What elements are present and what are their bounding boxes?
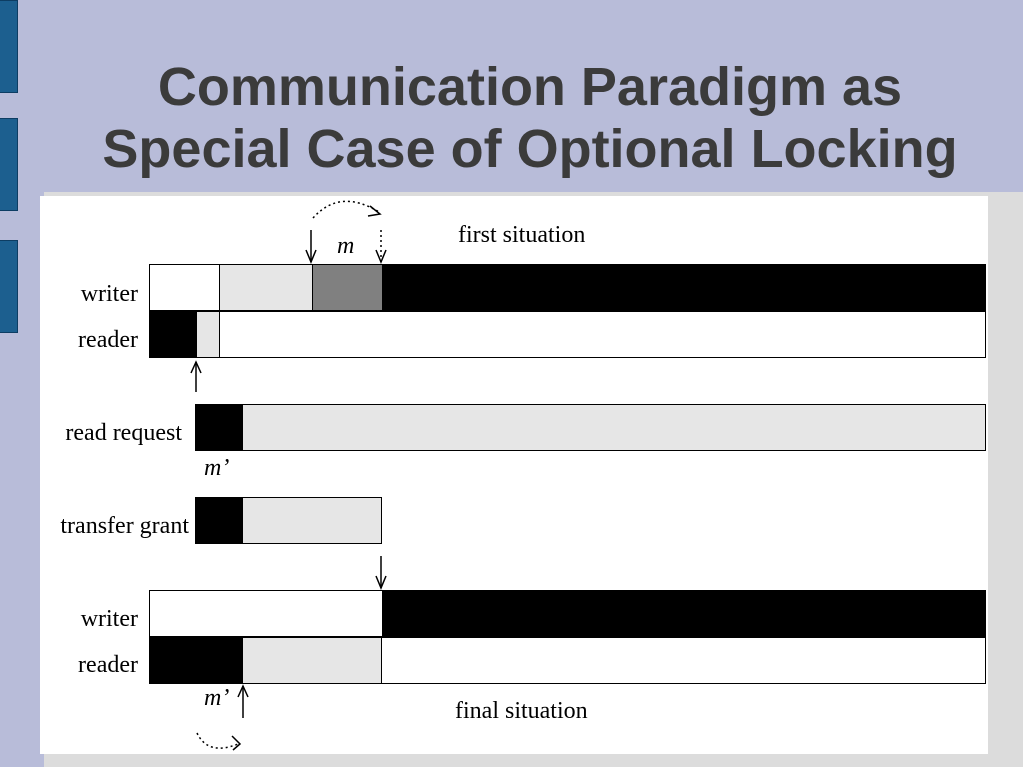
final-situation-label: final situation: [455, 698, 588, 724]
bottom-curved-arrowhead: [231, 735, 242, 751]
title-line-1: Communication Paradigm as: [157, 57, 903, 117]
writer-bottom-label: writer: [80, 606, 138, 632]
reader-top-light-segment: [196, 312, 219, 357]
reader-bottom-label: reader: [78, 652, 138, 678]
m-label: m: [337, 233, 355, 259]
side-tab-1: [0, 0, 18, 93]
title-line-2: Special Case of Optional Locking: [102, 119, 958, 179]
diagram-arrows: [190, 200, 387, 751]
read-request-label: read request: [65, 420, 182, 446]
writer-bottom-bar: [149, 590, 986, 637]
reader-top-divider: [219, 312, 220, 357]
bottom-curved-arrow: [196, 732, 239, 749]
first-situation-label: first situation: [458, 222, 586, 248]
read-request-black-segment: [196, 405, 243, 450]
writer-top-label: writer: [80, 281, 138, 307]
writer-top-black-segment: [382, 265, 985, 310]
diagram-figure: first situation m writer reader read req…: [40, 196, 988, 754]
writer-top-light-segment: [219, 265, 312, 310]
reader-top-label: reader: [78, 327, 138, 353]
transfer-grant-label: transfer grant: [60, 513, 189, 539]
writer-top-bar: [149, 264, 986, 311]
side-tab-2: [0, 118, 18, 211]
writer-bottom-black-segment: [382, 591, 985, 636]
transfer-grant-black-segment: [196, 498, 243, 543]
reader-top-bar: [149, 311, 986, 358]
m-prime-label-1: m’: [204, 455, 230, 481]
read-request-bar: [195, 404, 986, 451]
side-tab-3: [0, 240, 18, 333]
m-curved-arrowhead: [367, 205, 382, 217]
transfer-grant-bar: [195, 497, 382, 544]
m-prime-label-2: m’: [204, 685, 230, 711]
slide-title: Communication Paradigm as Special Case o…: [40, 56, 1020, 180]
reader-bottom-light-segment: [243, 638, 382, 683]
writer-top-m-segment: [312, 265, 382, 310]
reader-bottom-black-segment: [150, 638, 243, 683]
reader-bottom-bar: [149, 637, 986, 684]
reader-top-black-segment: [150, 312, 196, 357]
